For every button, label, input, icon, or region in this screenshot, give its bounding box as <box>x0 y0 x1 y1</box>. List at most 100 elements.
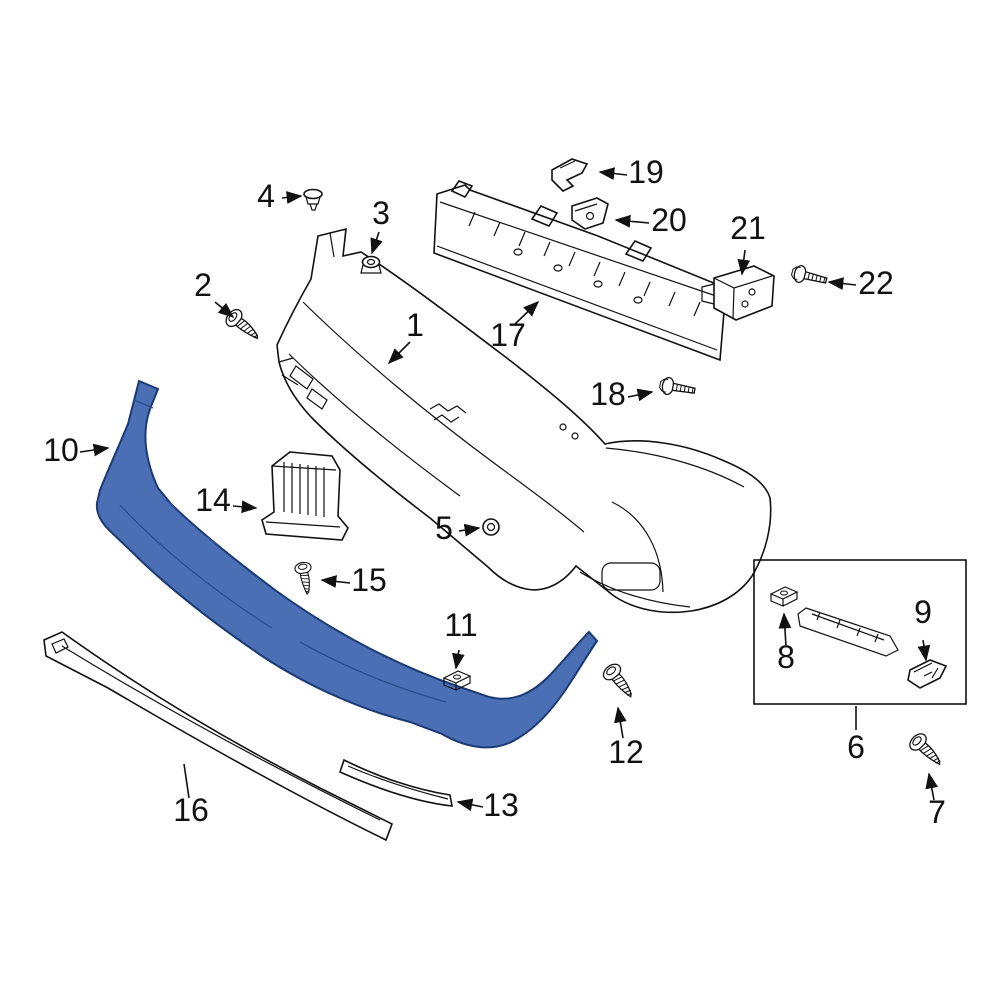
part-3-grommet-nut <box>360 255 382 274</box>
callout-label-6: 6 <box>847 729 865 765</box>
leader-21 <box>737 249 751 276</box>
callout-20: 20 <box>614 202 687 238</box>
part-1-bumper-cover <box>276 227 772 614</box>
callout-17: 17 <box>490 300 540 353</box>
callout-9: 9 <box>914 594 932 662</box>
grommet-5-hole <box>486 522 496 532</box>
callout-19: 19 <box>598 154 664 190</box>
callout-label-5: 5 <box>435 510 453 546</box>
callout-18: 18 <box>590 376 654 412</box>
kit-box-frame <box>753 559 967 705</box>
part-20-bracket <box>571 197 609 230</box>
part-6-kit-box <box>753 559 967 705</box>
leader-7 <box>925 772 939 801</box>
leader-9 <box>917 639 931 662</box>
callout-5: 5 <box>435 510 481 546</box>
bumper-cover-sensor-hole <box>571 432 579 440</box>
callout-label-10: 10 <box>43 432 79 468</box>
leader-19 <box>598 167 628 180</box>
lower-cover-blue-detail <box>119 399 447 703</box>
callout-label-11: 11 <box>444 607 477 643</box>
trim-strip-detail <box>347 765 449 800</box>
leader-17 <box>514 300 540 325</box>
clip-9-detail <box>913 662 939 679</box>
bracket-20-detail <box>574 203 598 212</box>
callout-16: 16 <box>173 763 209 828</box>
bracket-20-hole <box>585 211 595 221</box>
leader-10 <box>79 443 110 457</box>
leader-11 <box>452 649 465 670</box>
clip-4-stem <box>305 196 321 211</box>
callout-7: 7 <box>925 772 946 830</box>
callout-label-8: 8 <box>777 639 795 675</box>
impact-bar-hole <box>633 296 643 304</box>
part-10-lower-cover-highlighted <box>95 379 599 749</box>
leader-14 <box>232 500 258 514</box>
bracket-21-detail <box>701 275 773 319</box>
grommet-3-hole <box>366 258 376 266</box>
callout-14: 14 <box>195 482 258 518</box>
bumper-cover-sensor-hole <box>559 423 567 431</box>
part-17-impact-bar <box>433 180 727 362</box>
callout-label-12: 12 <box>608 734 644 770</box>
grommet-3-skirt <box>360 264 382 274</box>
leader-16 <box>183 763 190 799</box>
trim-strip-outline <box>339 758 453 807</box>
part-12-screw <box>599 660 640 703</box>
bumper-cover-detail <box>278 232 745 608</box>
leader-3 <box>370 231 383 255</box>
part-4-push-clip <box>303 188 323 211</box>
callout-3: 3 <box>370 195 390 255</box>
part-5-grommet <box>482 518 500 536</box>
impact-bar-hole <box>553 264 563 272</box>
leader-1 <box>387 341 411 365</box>
callout-label-3: 3 <box>372 195 390 231</box>
callout-label-1: 1 <box>406 307 424 343</box>
impact-bar-outline <box>433 180 727 362</box>
callout-4: 4 <box>257 178 303 214</box>
part-14-bracket <box>261 451 349 541</box>
bracket-14-ribs <box>265 462 341 528</box>
callout-label-9: 9 <box>914 594 932 630</box>
part-18-bolt <box>657 375 697 400</box>
grommet-3-flange <box>361 255 381 269</box>
part-16-lower-molding <box>43 631 394 842</box>
bracket-21-hole <box>741 300 749 308</box>
lower-cover-blue-body <box>95 379 599 749</box>
part-19-bracket <box>551 158 589 192</box>
leader-5 <box>458 523 481 537</box>
grommet-5-outer <box>482 518 500 536</box>
callout-8: 8 <box>777 612 795 675</box>
part-8-clip-nut <box>770 586 798 607</box>
callout-2: 2 <box>194 267 235 319</box>
callout-label-4: 4 <box>257 178 275 214</box>
callout-label-13: 13 <box>483 787 519 823</box>
callout-label-17: 17 <box>490 317 526 353</box>
callouts: 1 2 3 4 5 6 7 8 <box>43 154 946 830</box>
leader-8 <box>778 612 792 647</box>
part-21-bracket <box>701 265 775 321</box>
callout-label-16: 16 <box>173 792 209 828</box>
bracket-19-detail <box>559 160 576 169</box>
leader-4 <box>281 191 303 204</box>
callout-label-7: 7 <box>928 794 946 830</box>
lower-molding-detail <box>51 638 381 821</box>
bracket-21-outline <box>713 265 775 321</box>
part-22-bolt <box>789 263 829 290</box>
callout-15: 15 <box>320 562 387 598</box>
callout-1: 1 <box>387 307 424 365</box>
callout-13: 13 <box>456 787 519 823</box>
callout-21: 21 <box>730 210 766 276</box>
callout-6: 6 <box>847 706 865 765</box>
callout-11: 11 <box>444 607 478 670</box>
callout-label-14: 14 <box>195 482 231 518</box>
callout-10: 10 <box>43 432 110 468</box>
bracket-21-hole <box>748 288 756 296</box>
callout-label-2: 2 <box>194 267 212 303</box>
part-2-screw <box>222 305 265 346</box>
impact-bar-detail <box>436 201 723 351</box>
leader-22 <box>827 277 857 290</box>
callout-label-20: 20 <box>651 202 687 238</box>
impact-bar-hole <box>513 248 523 256</box>
